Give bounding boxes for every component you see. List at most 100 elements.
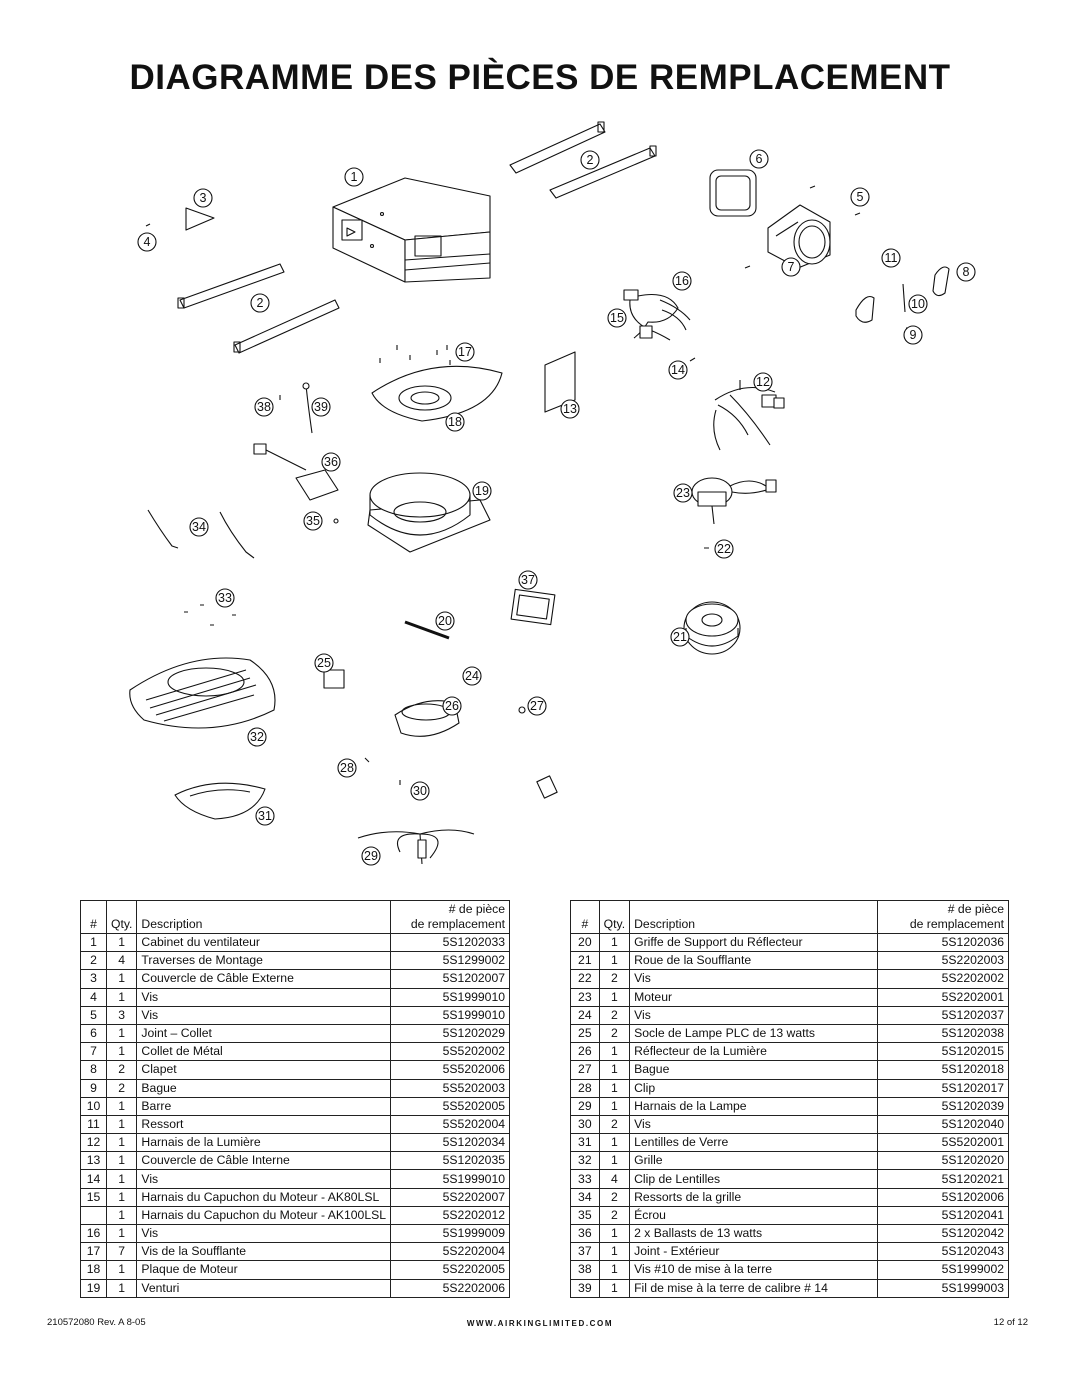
part-number-cell: 27 (570, 1060, 600, 1080)
quantity-cell: 1 (598, 1151, 631, 1171)
replacement-part-cell: 5S1999002 (876, 1260, 1010, 1280)
callout-17: 17 (455, 342, 475, 362)
callout-20: 20 (435, 611, 455, 631)
page-number: 12 of 12 (993, 1317, 1028, 1328)
quantity-cell: 1 (105, 1133, 138, 1153)
part-number-cell: 17 (80, 1242, 107, 1262)
svg-text:35: 35 (306, 514, 320, 528)
quantity-cell: 4 (105, 951, 138, 971)
description-cell: Griffe de Support du Réflecteur (629, 932, 878, 953)
grille-drawing (129, 657, 276, 729)
replacement-part-cell: 5S2202006 (390, 1278, 510, 1298)
part-number-cell: 18 (80, 1260, 107, 1280)
svg-text:11: 11 (885, 251, 898, 265)
part-number-cell: 20 (570, 932, 600, 953)
quantity-cell: 4 (598, 1169, 631, 1189)
callout-14: 14 (668, 360, 688, 380)
replacement-part-cell: 5S1999009 (390, 1223, 510, 1244)
description-cell: Réflecteur de la Lumière (629, 1042, 878, 1062)
quantity-cell: 1 (598, 951, 631, 971)
damper-drawing (932, 266, 950, 297)
quantity-cell: 1 (105, 932, 138, 953)
callout-18: 18 (445, 412, 465, 432)
svg-text:15: 15 (610, 311, 624, 325)
quantity-cell: 1 (105, 987, 138, 1007)
callout-12: 12 (753, 372, 773, 392)
header-number: # (80, 900, 107, 934)
motor-drawing (691, 477, 777, 525)
quantity-cell: 2 (598, 969, 631, 989)
replacement-part-cell: 5S1202015 (876, 1042, 1010, 1062)
svg-text:8: 8 (963, 265, 970, 279)
description-cell: Bague (136, 1078, 392, 1098)
website-link[interactable]: WWW.AIRKINGLIMITED.COM (466, 1319, 614, 1328)
description-cell: Harnais du Capuchon du Moteur - AK100LSL (136, 1205, 392, 1226)
svg-text:2: 2 (587, 153, 594, 167)
ballasts-drawing (253, 443, 339, 501)
part-number-cell: 33 (570, 1169, 600, 1189)
description-cell: Barre (136, 1096, 392, 1116)
callout-3: 3 (193, 188, 213, 208)
replacement-part-cell: 5S1202043 (876, 1242, 1010, 1262)
part-number-cell: 5 (80, 1005, 107, 1025)
callout-2b: 2 (250, 293, 270, 313)
replacement-part-cell: 5S1202041 (876, 1205, 1010, 1226)
callout-39: 39 (311, 397, 331, 417)
replacement-part-cell: 5S1202018 (876, 1060, 1010, 1080)
callout-2a: 2 (580, 150, 600, 170)
callout-36: 36 (321, 452, 341, 472)
callout-16: 16 (672, 271, 692, 291)
svg-text:5: 5 (857, 190, 864, 204)
quantity-cell: 1 (598, 1260, 631, 1280)
replacement-part-cell: 5S2202004 (390, 1242, 510, 1262)
description-cell: Collet de Métal (136, 1042, 392, 1062)
quantity-cell: 2 (598, 1114, 631, 1135)
quantity-cell: 1 (598, 1060, 631, 1080)
header-qty: Qty. (598, 900, 631, 934)
svg-text:6: 6 (756, 152, 763, 166)
quantity-cell: 2 (598, 1023, 631, 1044)
venturi-drawing (367, 472, 491, 553)
quantity-cell: 2 (598, 1205, 631, 1226)
svg-text:21: 21 (673, 630, 687, 644)
description-cell: Lentilles de Verre (629, 1133, 878, 1153)
svg-text:10: 10 (911, 297, 925, 311)
callout-5: 5 (850, 187, 870, 207)
svg-text:23: 23 (676, 486, 690, 500)
replacement-part-cell: 5S1999003 (876, 1278, 1010, 1298)
light-harness-drawing (713, 380, 785, 451)
external-cable-cover-drawing (185, 207, 215, 231)
replacement-part-cell: 5S2202002 (876, 969, 1010, 989)
description-cell: Venturi (136, 1278, 392, 1298)
replacement-part-cell: 5S2202007 (390, 1187, 510, 1207)
svg-text:39: 39 (314, 400, 328, 414)
description-cell: Joint - Extérieur (629, 1242, 878, 1262)
part-number-cell: 29 (570, 1096, 600, 1116)
description-cell: Joint – Collet (136, 1023, 392, 1044)
svg-text:27: 27 (530, 699, 544, 713)
part-number-cell: 3 (80, 969, 107, 989)
quantity-cell: 1 (598, 1242, 631, 1262)
header-qty: Qty. (105, 900, 138, 934)
callout-32: 32 (247, 727, 267, 747)
metal-collar-drawing (767, 204, 831, 269)
document-number: 210572080 Rev. A 8-05 (47, 1317, 146, 1328)
